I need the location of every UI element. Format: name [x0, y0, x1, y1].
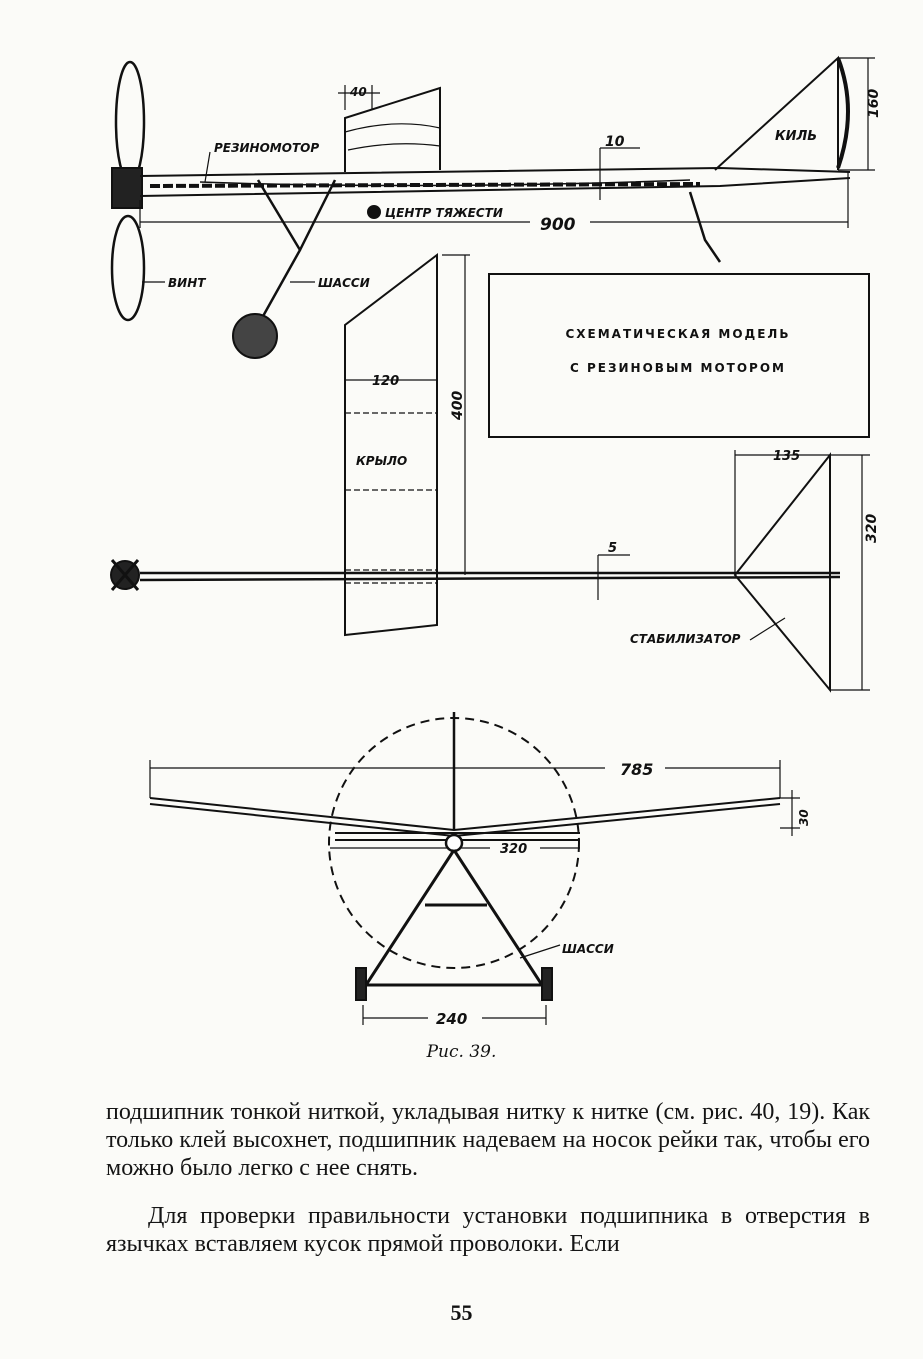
fin [714, 55, 839, 171]
page-number: 55 [450, 1300, 473, 1325]
front-view [149, 712, 800, 1025]
dim-stab-span: 320 [864, 514, 880, 543]
paragraph-1: подшипник тонкой ниткой, укладывая нитку… [106, 1099, 870, 1181]
label-rubber-motor: РЕЗИНОМОТОР [214, 141, 319, 155]
landing-gear-wheel [232, 313, 278, 359]
landing-gear-struts [256, 179, 337, 319]
figure-39-drawing: 40 РЕЗИНОМОТОР 10 КИЛЬ 160 ЦЕНТР ТЯЖЕСТИ… [110, 55, 882, 1028]
side-view [110, 55, 875, 359]
label-wing: КРЫЛО [356, 454, 407, 468]
wing-top-view [344, 252, 438, 637]
title-line-1: СХЕМАТИЧЕСКАЯ МОДЕЛЬ [565, 327, 790, 341]
paragraph-2: Для проверки правильности установки подш… [106, 1203, 870, 1257]
dim-chord-top: 40 [349, 85, 367, 99]
top-view [110, 252, 870, 693]
wing-profile [344, 86, 441, 172]
label-stabilizer: СТАБИЛИЗАТОР [630, 632, 741, 646]
dim-center-width: 320 [500, 842, 527, 857]
title-line-2: С РЕЗИНОВЫМ МОТОРОМ [570, 361, 786, 375]
dim-dihedral: 30 [797, 809, 811, 826]
center-of-gravity-marker [367, 205, 381, 219]
figure-caption: Рис. 39. [426, 1042, 497, 1062]
dim-spar-bottom: 5 [608, 541, 617, 556]
front-landing-gear [364, 849, 544, 987]
dim-track: 240 [436, 1010, 467, 1028]
label-fin: КИЛЬ [775, 129, 817, 144]
stabilizer-top-view [733, 452, 831, 693]
fuselage-stick [139, 166, 851, 197]
front-wing [149, 797, 781, 838]
label-center-of-gravity: ЦЕНТР ТЯЖЕСТИ [385, 206, 503, 220]
dim-fin-height: 160 [866, 89, 882, 118]
fuselage-top-view [139, 571, 841, 582]
label-propeller: ВИНТ [168, 276, 206, 290]
label-landing-gear-side: ШАССИ [318, 276, 370, 290]
propeller-hub [111, 167, 143, 209]
label-landing-gear-front: ШАССИ [562, 942, 614, 956]
dim-wing-chord: 120 [372, 374, 399, 389]
propeller-blade-bottom [110, 214, 146, 322]
title-box [488, 273, 870, 438]
dim-half-span: 400 [450, 391, 466, 421]
dim-span: 785 [620, 760, 653, 779]
propeller-blade-top [114, 60, 146, 184]
dim-spar-top: 10 [605, 134, 625, 150]
dim-stab-chord: 135 [773, 449, 800, 464]
dim-length: 900 [540, 215, 576, 235]
